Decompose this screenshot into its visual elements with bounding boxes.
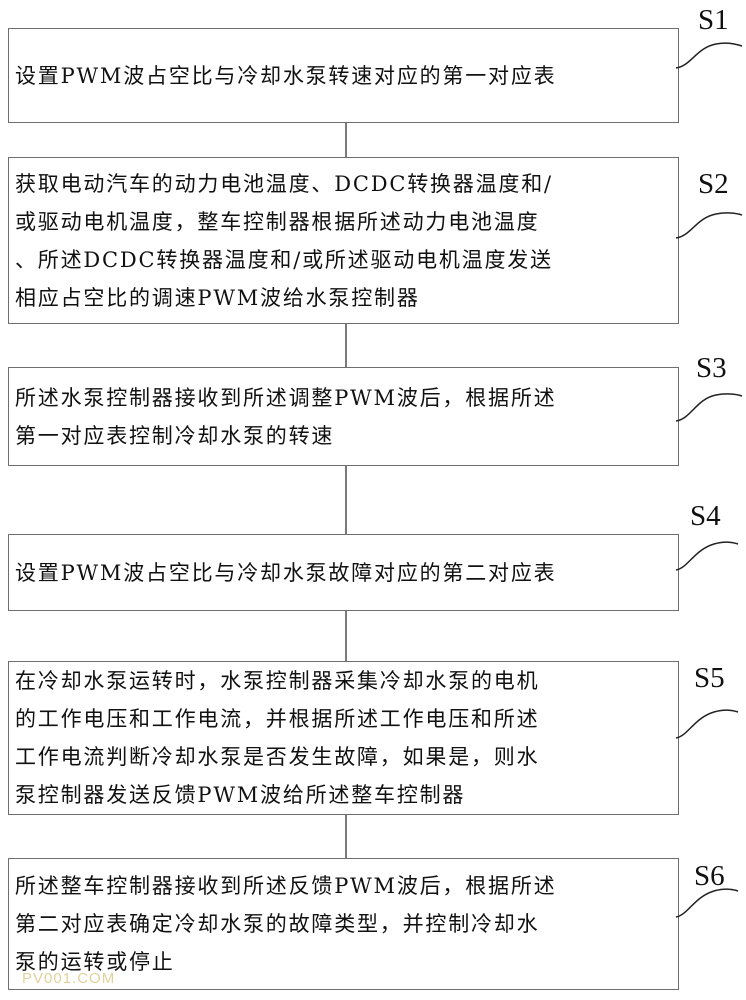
step-line: 获取电动汽车的动力电池温度、DCDC转换器温度和/ xyxy=(15,171,553,196)
leader-line-s3 xyxy=(675,393,743,422)
connector-s4-s5 xyxy=(345,611,347,661)
step-box-s4: 设置PWM波占空比与冷却水泵故障对应的第二对应表 xyxy=(8,534,679,611)
step-line: 工作电流判断冷却水泵是否发生故障，如果是，则水 xyxy=(15,745,540,769)
connector-s1-s2 xyxy=(345,123,347,157)
step-label-s3: S3 xyxy=(696,352,727,384)
step-label-s2: S2 xyxy=(698,168,729,200)
connector-s2-s3 xyxy=(345,324,347,367)
step-box-s1: 设置PWM波占空比与冷却水泵转速对应的第一对应表 xyxy=(8,28,679,123)
step-box-s5: 在冷却水泵运转时，水泵控制器采集冷却水泵的电机 的工作电压和工作电流，并根据所述… xyxy=(8,661,679,815)
leader-line-s4 xyxy=(675,541,739,571)
step-line: 相应占空比的调速PWM波给水泵控制器 xyxy=(15,285,420,310)
leader-line-s5 xyxy=(675,709,739,739)
step-line: 第二对应表确定冷却水泵的故障类型，并控制冷却水 xyxy=(15,912,540,936)
step-line: 所述水泵控制器接收到所述调整PWM波后，根据所述 xyxy=(15,385,557,410)
step-box-s3: 所述水泵控制器接收到所述调整PWM波后，根据所述 第一对应表控制冷却水泵的转速 xyxy=(8,367,679,466)
step-label-s6: S6 xyxy=(694,860,725,892)
step-line: 或驱动电机温度，整车控制器根据所述动力电池温度 xyxy=(15,209,540,234)
step-line: 第一对应表控制冷却水泵的转速 xyxy=(15,423,335,448)
step-line: 在冷却水泵运转时，水泵控制器采集冷却水泵的电机 xyxy=(15,669,540,693)
watermark: PV001.COM xyxy=(22,970,116,987)
step-box-s2: 获取电动汽车的动力电池温度、DCDC转换器温度和/ 或驱动电机温度，整车控制器根… xyxy=(8,157,679,324)
step-label-s4: S4 xyxy=(690,500,721,532)
step-line: 设置PWM波占空比与冷却水泵转速对应的第一对应表 xyxy=(15,63,557,88)
step-label-s1: S1 xyxy=(698,4,729,36)
connector-s3-s4 xyxy=(345,466,347,534)
step-line: 的工作电压和工作电流，并根据所述工作电压和所述 xyxy=(15,707,540,731)
step-line: 、所述DCDC转换器温度和/或所述驱动电机温度发送 xyxy=(15,247,553,272)
step-label-s5: S5 xyxy=(694,662,725,694)
leader-line-s1 xyxy=(675,42,743,69)
leader-line-s6 xyxy=(675,888,739,918)
leader-line-s2 xyxy=(675,212,743,239)
step-line: 泵的运转或停止 xyxy=(15,950,175,974)
step-box-s6: 所述整车控制器接收到所述反馈PWM波后，根据所述 第二对应表确定冷却水泵的故障类… xyxy=(8,858,679,990)
connector-s5-s6 xyxy=(345,815,347,858)
step-line: 泵控制器发送反馈PWM波给所述整车控制器 xyxy=(15,783,466,807)
step-line: 设置PWM波占空比与冷却水泵故障对应的第二对应表 xyxy=(15,560,557,585)
step-line: 所述整车控制器接收到所述反馈PWM波后，根据所述 xyxy=(15,874,557,898)
